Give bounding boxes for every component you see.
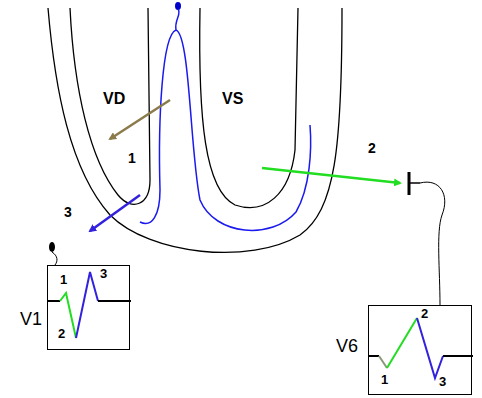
wave-segment bbox=[369, 355, 379, 357]
electrode bbox=[49, 242, 55, 252]
vector-number: 1 bbox=[128, 150, 136, 166]
vector-number: 2 bbox=[368, 140, 376, 156]
wave-segment bbox=[417, 318, 443, 378]
bundle-of-his bbox=[176, 9, 179, 30]
lead-name: V6 bbox=[336, 336, 358, 356]
wave-number: 2 bbox=[421, 306, 428, 321]
vector-arrow bbox=[262, 168, 400, 183]
lead-wire bbox=[420, 182, 445, 305]
wave-number: 2 bbox=[58, 326, 65, 341]
wave-segment bbox=[387, 318, 417, 368]
wave-segment bbox=[443, 355, 473, 357]
wave-number: 3 bbox=[439, 374, 446, 389]
chamber-label: VD bbox=[103, 90, 125, 108]
lv-endocardium bbox=[200, 8, 298, 208]
lead-name: V1 bbox=[20, 309, 42, 329]
chamber-label: VS bbox=[222, 90, 243, 108]
rv-endocardium bbox=[70, 8, 150, 204]
vector-arrow bbox=[90, 195, 140, 231]
wave-number: 3 bbox=[100, 266, 107, 281]
ecg-trace-box: V6213 bbox=[368, 305, 472, 395]
wave-segment bbox=[48, 300, 60, 302]
lead-wire bbox=[52, 252, 57, 265]
wave-segment bbox=[98, 300, 131, 302]
wave-segment bbox=[379, 356, 387, 368]
epicardium bbox=[48, 8, 342, 252]
his-origin bbox=[175, 2, 181, 10]
electrode bbox=[409, 182, 420, 184]
left-bundle bbox=[176, 30, 311, 230]
ecg-trace-box: V1132 bbox=[47, 265, 130, 350]
vector-number: 3 bbox=[64, 204, 72, 220]
wave-number: 1 bbox=[60, 272, 67, 287]
wave-segment bbox=[76, 272, 98, 338]
right-bundle bbox=[140, 30, 176, 223]
wave-number: 1 bbox=[381, 372, 388, 387]
